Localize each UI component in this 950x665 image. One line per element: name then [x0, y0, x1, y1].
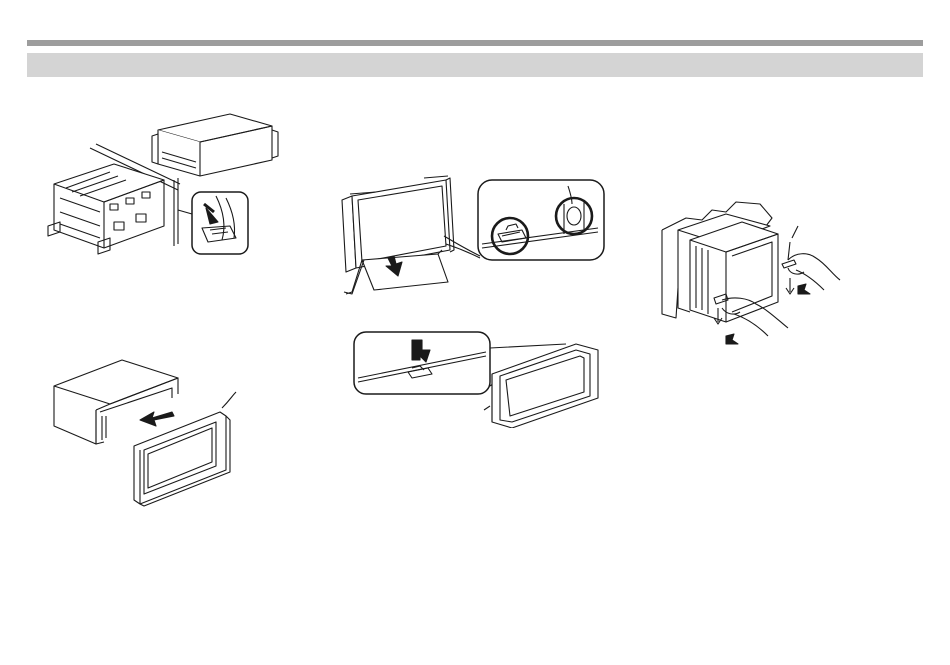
mounting-sleeve-tab-bend-icon [40, 100, 290, 260]
panel-detach-icon [336, 172, 608, 307]
mounting-sleeve-figure [40, 100, 290, 260]
header-bar [27, 40, 923, 46]
extraction-keys-icon [656, 190, 846, 360]
trim-plate-figure [44, 350, 254, 525]
front-panel-attach-figure [350, 328, 612, 428]
unit-removal-figure [656, 190, 846, 360]
trim-plate-attach-icon [44, 350, 254, 525]
panel-attach-icon [350, 328, 612, 428]
front-panel-removal-figure [336, 172, 608, 307]
section-title-bar [27, 53, 923, 77]
